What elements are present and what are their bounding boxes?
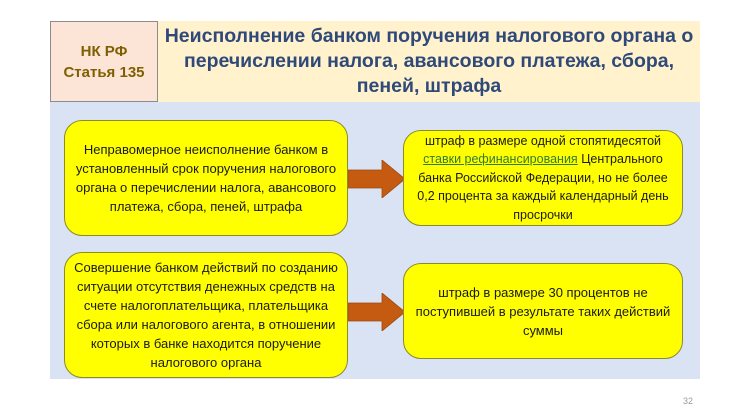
refinancing-rate-link[interactable]: ставки рефинансирования bbox=[423, 152, 578, 167]
penalty-suffix: Центрального банка Российской Федерации,… bbox=[417, 152, 669, 222]
violation-text-2: Совершение банком действий по созданию с… bbox=[74, 260, 338, 370]
penalty-prefix: штраф в размере одной стопятидесятой bbox=[424, 133, 662, 148]
article-number: Статья 135 bbox=[63, 63, 145, 81]
page-title: Неисполнение банком поручения налогового… bbox=[164, 25, 694, 97]
arrow-right-icon bbox=[348, 293, 406, 331]
code-label: НК РФ bbox=[80, 42, 128, 60]
penalty-text-2: штраф в размере 30 процентов не поступив… bbox=[415, 284, 671, 338]
title-banner: Неисполнение банком поручения налогового… bbox=[158, 21, 700, 102]
arrow-right-icon bbox=[348, 160, 406, 198]
violation-box-1: Неправомерное неисполнение банком в уста… bbox=[64, 120, 348, 236]
penalty-box-2: штраф в размере 30 процентов не поступив… bbox=[403, 263, 683, 359]
penalty-box-1: штраф в размере одной стопятидесятой ста… bbox=[403, 130, 683, 226]
violation-box-2: Совершение банком действий по созданию с… bbox=[64, 252, 348, 378]
violation-text-1: Неправомерное неисполнение банком в уста… bbox=[75, 142, 337, 214]
article-reference-box: НК РФ Статья 135 bbox=[50, 21, 158, 102]
penalty-text-1: штраф в размере одной стопятидесятой ста… bbox=[412, 132, 674, 225]
page-number: 32 bbox=[683, 396, 694, 406]
